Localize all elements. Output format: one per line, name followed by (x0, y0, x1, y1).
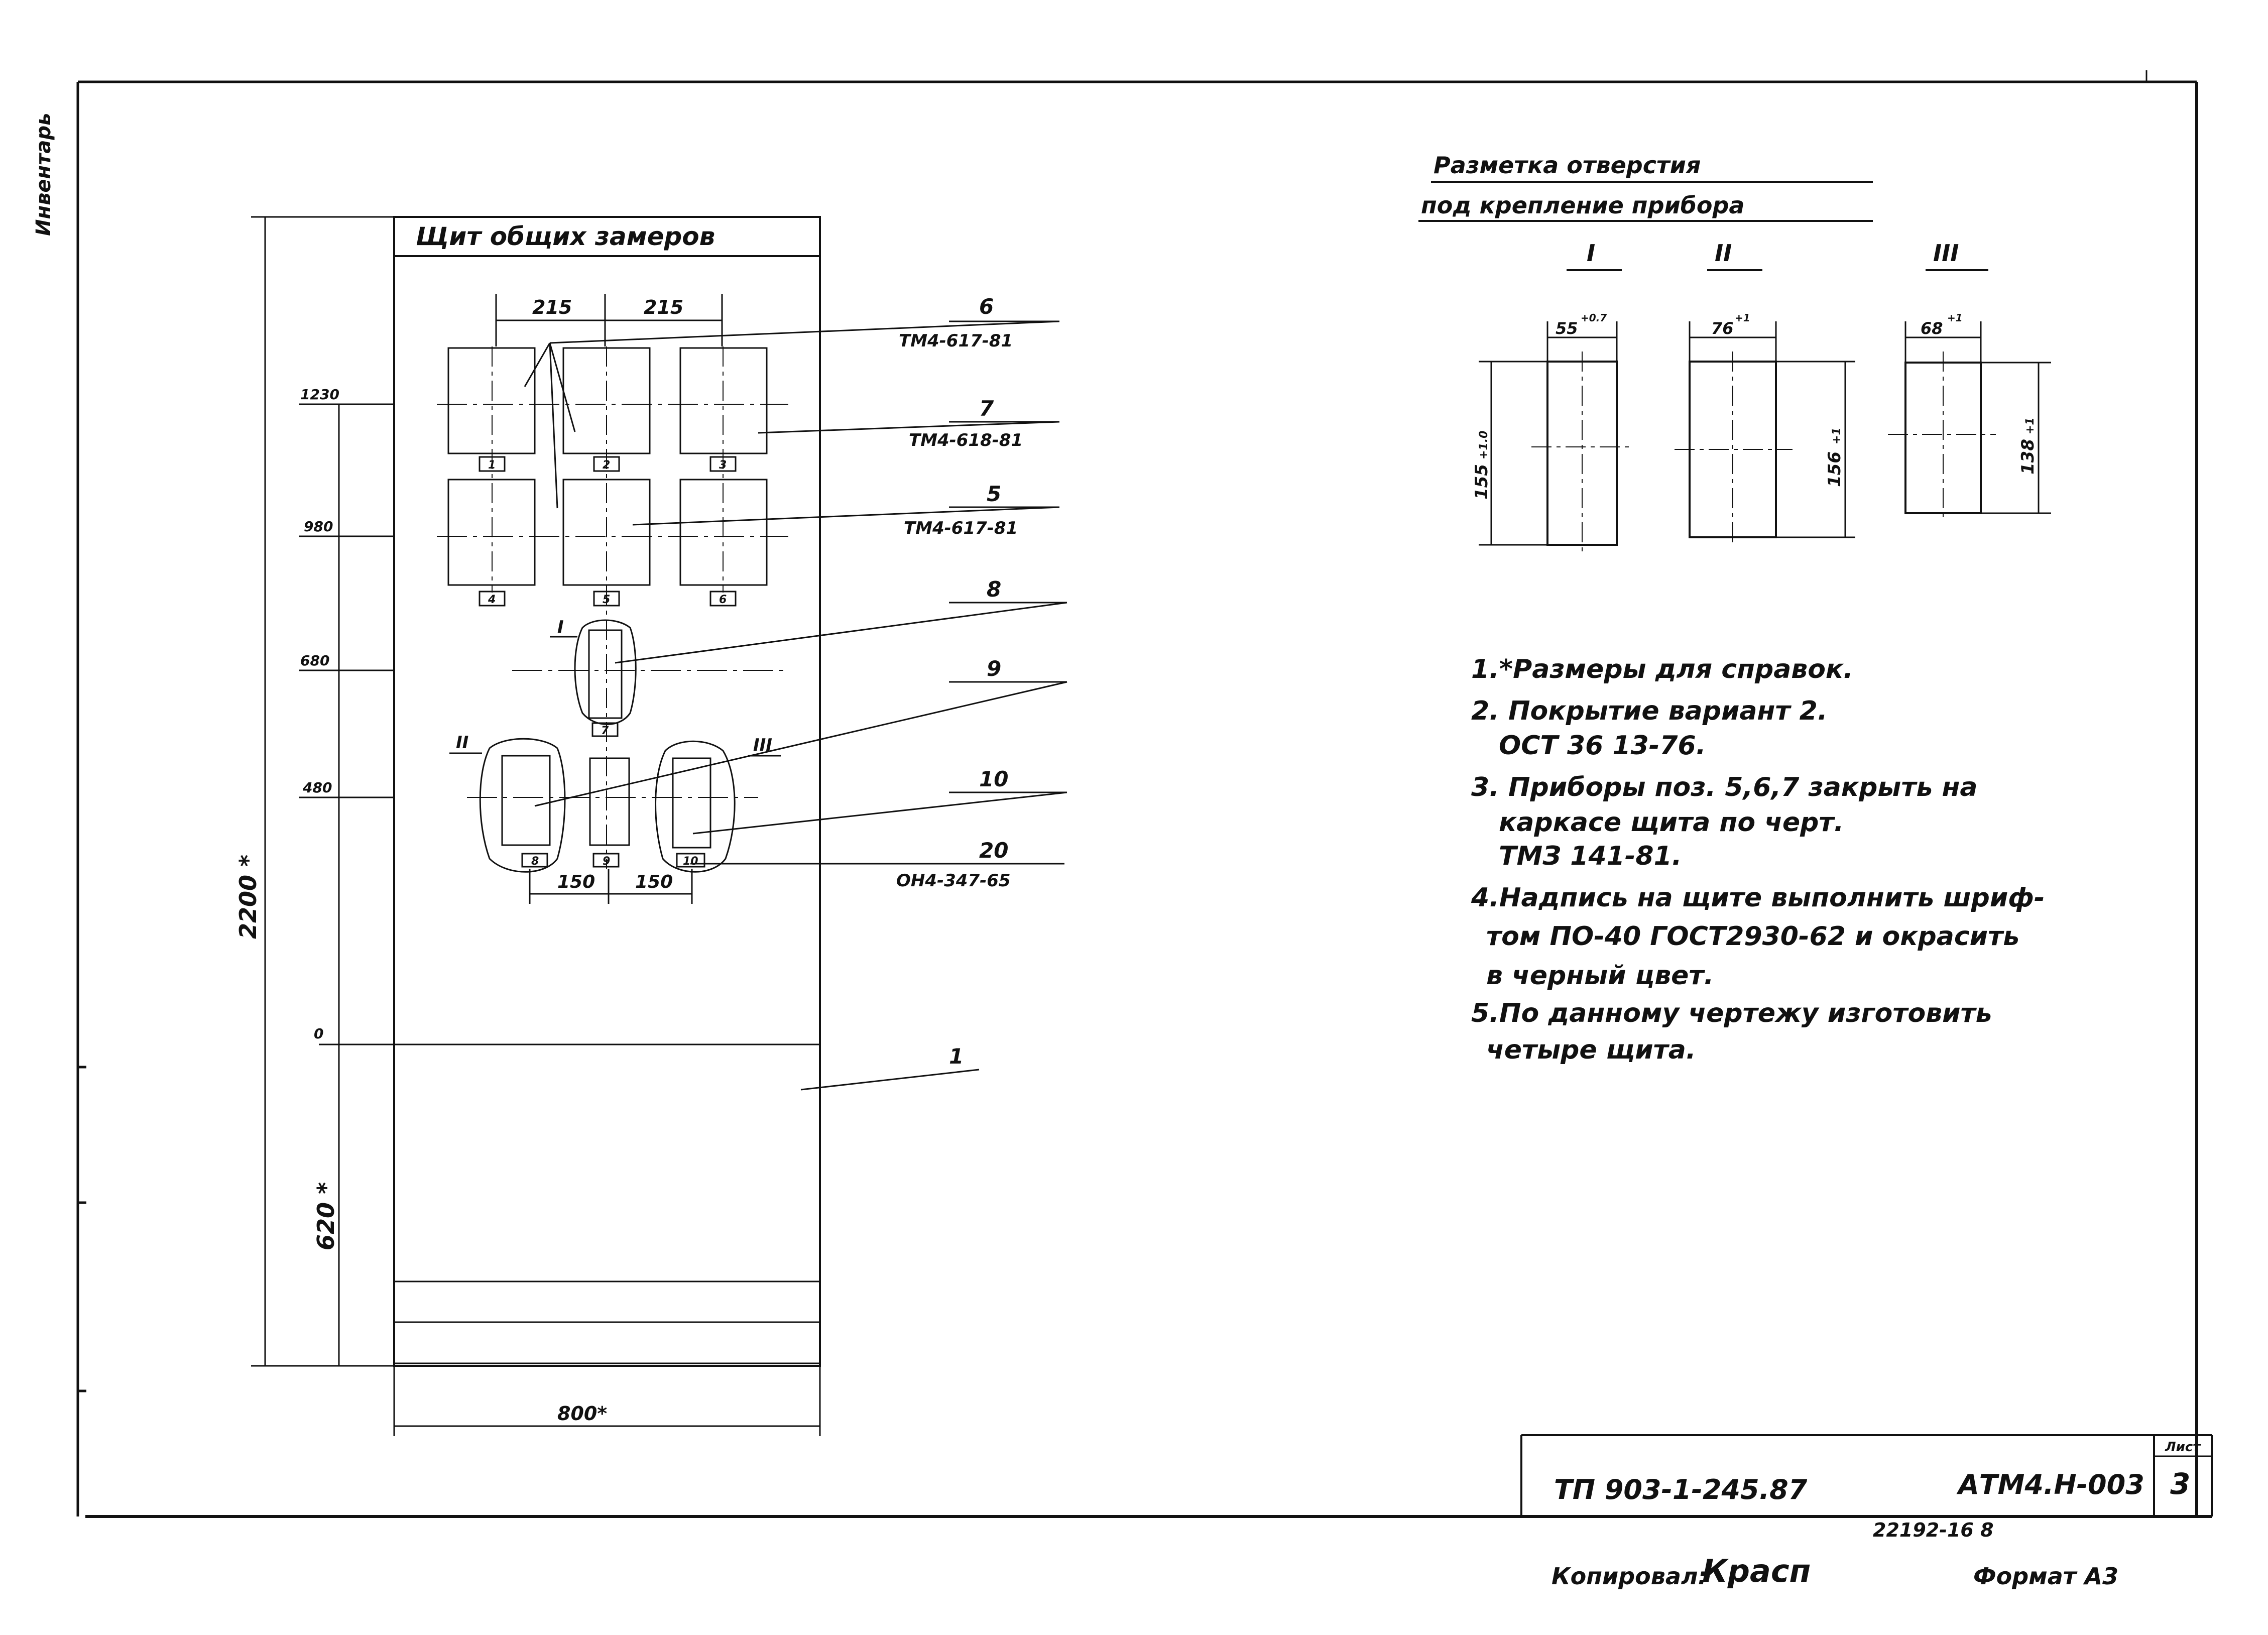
height-620: 620 * (312, 1182, 339, 1250)
callout-6-pos: 6 (979, 294, 994, 319)
note-line-1: 1.*Размеры для справок. (1471, 654, 1853, 684)
note-line-10: 5.По данному чертежу изготовить (1471, 998, 1992, 1028)
view-iii-height-tol: +1 (2024, 417, 2037, 434)
view-ii-width-tol: +1 (1735, 312, 1750, 324)
view-ii-width: 76 (1711, 319, 1734, 338)
panel-outline (393, 216, 821, 1367)
title-block: Лист 3 ТП 903-1-245.87 АТМ4.Н-003 22192-… (1520, 1434, 2213, 1541)
callout-10-pos: 10 (979, 767, 1008, 791)
marking-view-ii-roman: II (1715, 240, 1732, 267)
callout-6-doc: ТМ4-617-81 (899, 331, 1013, 351)
note-line-9: в черный цвет. (1486, 961, 1714, 991)
level-dimensions: 1230 980 680 480 0 2200 * 620 * (234, 216, 394, 1367)
dim-215-right: 215 (644, 296, 683, 318)
view-i-height-tol: +1.0 (1478, 431, 1490, 459)
sheet-frame (76, 70, 2212, 1518)
copier-signature: Красп (1702, 1553, 1811, 1589)
notes: 1.*Размеры для справок. 2. Покрытие вари… (1471, 654, 2045, 1065)
marking-view-i-roman: I (1587, 240, 1595, 267)
note-line-11: четыре щита. (1486, 1035, 1696, 1065)
device-number-10: 10 (683, 855, 698, 868)
level-0: 0 (314, 1025, 323, 1042)
marking-title-line2: под крепление прибора (1421, 192, 1744, 219)
note-line-5: каркасе щита по черт. (1499, 807, 1844, 838)
dimension-215: 215 215 (495, 294, 723, 346)
center-lines (437, 346, 788, 869)
device-number-4: 4 (488, 594, 496, 606)
view-ii-height: 156 (1825, 451, 1845, 487)
callout-7-doc: ТМ4-618-81 (909, 430, 1023, 450)
callout-8-pos: 8 (987, 577, 1001, 602)
level-480: 480 (302, 779, 332, 796)
drawing-code: АТМ4.Н-003 (1956, 1469, 2144, 1500)
marking-view-i: I 55 +0.7 155 +1.0 (1472, 240, 1632, 552)
device-number-8: 8 (531, 855, 539, 868)
dim-150-left: 150 (557, 872, 595, 892)
callout-5-pos: 5 (987, 482, 1001, 506)
project-code: ТП 903-1-245.87 (1554, 1474, 1808, 1505)
device-row-2: 4 5 6 (447, 479, 768, 607)
marking-view-iii-roman: III (1933, 240, 1959, 267)
note-line-7: 4.Надпись на щите выполнить шриф- (1471, 883, 2045, 913)
margin-note: Инвентарь (32, 113, 55, 236)
copied-by: Копировал: (1551, 1563, 1707, 1590)
callout-leaders (524, 320, 1067, 1091)
device-row-1: 1 2 3 (447, 347, 768, 472)
view-ii-height-tol: +1 (1831, 427, 1843, 444)
dimension-150: 150 150 (529, 869, 693, 904)
callout-5-doc: ТМ4-617-81 (904, 518, 1018, 538)
note-line-4: 3. Приборы поз. 5,6,7 закрыть на (1471, 772, 1977, 802)
height-2200: 2200 * (234, 855, 262, 939)
note-line-6: ТМЗ 141-81. (1499, 841, 1682, 871)
marking-title-line1: Разметка отверстия (1434, 152, 1701, 179)
callout-9-pos: 9 (987, 656, 1001, 681)
device-7: 7 I (550, 617, 637, 737)
callout-20-pos: 20 (979, 838, 1008, 863)
device-number-6: 6 (719, 594, 727, 606)
width-dimension: 800* (393, 1366, 821, 1436)
inventory-number: 22192-16 8 (1873, 1519, 1994, 1541)
device-number-7: 7 (601, 725, 609, 737)
callouts: 6 ТМ4-617-81 7 ТМ4-618-81 5 ТМ4-617-81 8… (896, 294, 1067, 1069)
note-line-3: ОСТ 36 13-76. (1499, 731, 1706, 761)
marking-view-ii: II 76 +1 156 +1 (1675, 240, 1855, 545)
view-i-label: I (557, 617, 564, 637)
dim-150-right: 150 (635, 872, 673, 892)
view-ii-label: II (456, 733, 468, 753)
sheet-number: 3 (2170, 1467, 2190, 1501)
dim-215-left: 215 (532, 296, 572, 318)
callout-7-pos: 7 (979, 396, 994, 421)
callout-20-doc: ОН4-347-65 (896, 871, 1011, 891)
device-row-4: 8 II 9 10 III (449, 733, 781, 873)
note-line-8: том ПО-40 ГОСТ2930-62 и окрасить (1486, 921, 2019, 952)
level-680: 680 (300, 652, 329, 669)
marking-view-iii: III 68 +1 138 +1 (1888, 240, 2051, 522)
sheet-label: Лист (2165, 1440, 2201, 1455)
view-i-height: 155 (1472, 464, 1492, 500)
width-800: 800* (557, 1403, 607, 1425)
marking-title: Разметка отверстия под крепление прибора (1418, 152, 1873, 222)
panel-title: Щит общих замеров (416, 222, 715, 251)
footer: Копировал: Красп Формат А3 (1551, 1553, 2118, 1590)
level-1230: 1230 (300, 386, 339, 403)
view-iii-width: 68 (1921, 319, 1943, 338)
view-iii-width-tol: +1 (1947, 312, 1963, 324)
note-line-2: 2. Покрытие вариант 2. (1471, 696, 1828, 726)
view-iii-height: 138 (2018, 439, 2038, 475)
callout-1-pos: 1 (949, 1044, 964, 1069)
view-i-width-tol: +0.7 (1581, 312, 1607, 324)
level-980: 980 (304, 518, 333, 535)
format-label: Формат А3 (1973, 1563, 2118, 1590)
view-i-width: 55 (1556, 319, 1578, 338)
